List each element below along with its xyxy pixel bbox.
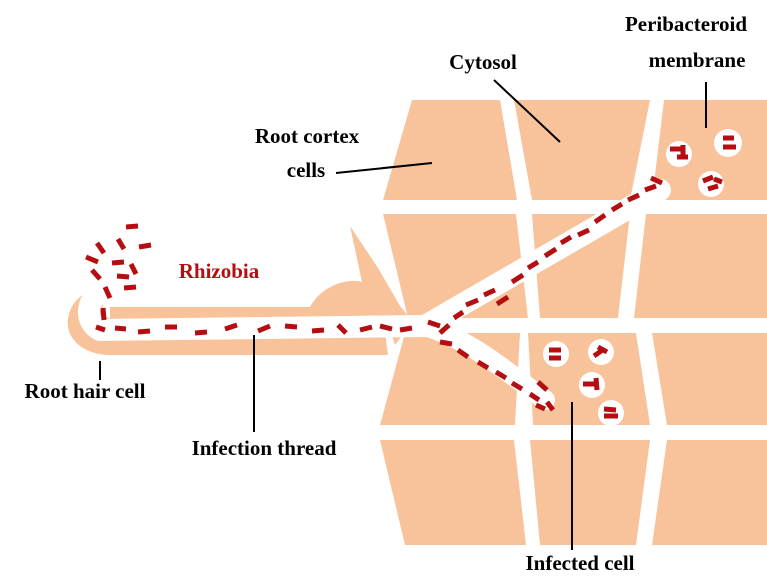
vesicle: [543, 341, 569, 367]
peribacteroid-label-line1: Peribacteroid: [625, 12, 747, 36]
vesicle: [714, 129, 742, 157]
cortex-cell: [380, 440, 526, 545]
root-cortex-label-line1: Root cortex: [255, 124, 360, 148]
vesicle: [698, 171, 724, 197]
cortex-cell: [652, 333, 767, 425]
cortex-cell: [634, 214, 767, 318]
infection-thread-label: Infection thread: [192, 436, 337, 460]
vesicle: [666, 141, 692, 167]
cytosol-label: Cytosol: [449, 50, 517, 74]
peribacteroid-label-line2: membrane: [649, 48, 746, 72]
rhizobia-label: Rhizobia: [179, 259, 260, 283]
cortex-cell: [530, 440, 650, 545]
cortex-cell: [514, 100, 650, 200]
root-cortex-label-line2: cells: [287, 158, 325, 182]
cortex-cell: [383, 100, 517, 200]
vesicle: [598, 400, 624, 426]
infected-cell-label: Infected cell: [525, 551, 634, 575]
cortex-cell: [652, 440, 767, 545]
root-hair-cell-label: Root hair cell: [25, 379, 146, 403]
